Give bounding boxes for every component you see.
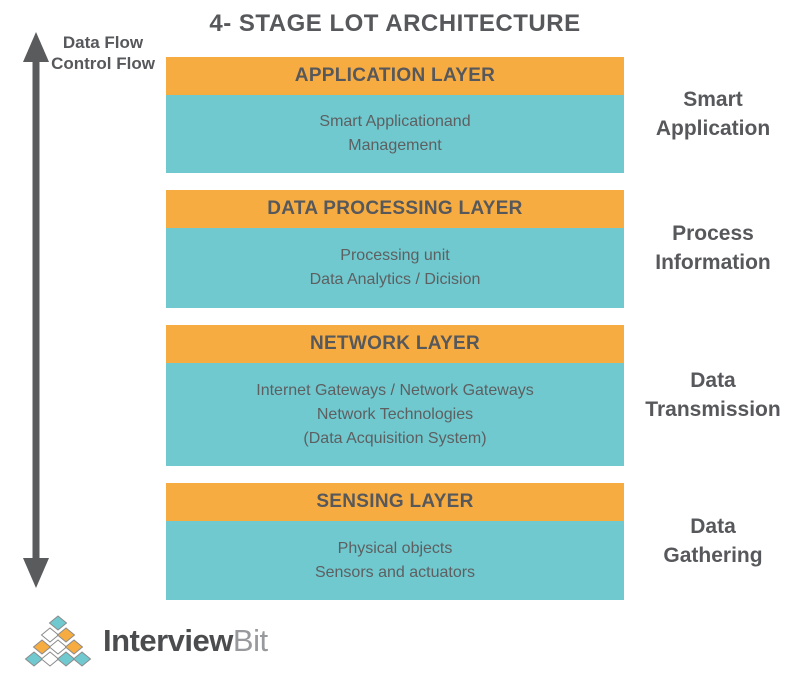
side-label-data-transmission: Data Transmission (645, 368, 781, 421)
layer-body-line: Sensors and actuators (314, 563, 476, 581)
layer-body-line: (Data Acquisition System) (303, 429, 487, 447)
side-label-smart-application: Smart Application (655, 88, 771, 140)
layer-body-line: Processing unit (340, 247, 450, 264)
layer-sensing: SENSING LAYER Physical objects Sensors a… (166, 483, 624, 600)
layer-network-header: NETWORK LAYER (166, 325, 624, 363)
interviewbit-logo: InterviewBit (24, 610, 268, 672)
layer-body-line: Network Technologies (316, 405, 474, 423)
layer-body-line: Physical objects (337, 539, 453, 557)
interviewbit-logo-text: InterviewBit (103, 623, 268, 659)
layer-application-header: APPLICATION LAYER (166, 57, 624, 95)
logo-text-interview: Interview (103, 623, 233, 658)
layer-data-processing: DATA PROCESSING LAYER Processing unit Da… (166, 190, 624, 308)
layer-application: APPLICATION LAYER Smart Applicationand M… (166, 57, 624, 173)
flow-double-arrow-icon (23, 32, 49, 588)
layer-network-body: Internet Gateways / Network Gateways Net… (166, 363, 624, 466)
layer-sensing-body: Physical objects Sensors and actuators (166, 521, 624, 600)
layer-network: NETWORK LAYER Internet Gateways / Networ… (166, 325, 624, 466)
layer-application-body: Smart Applicationand Management (166, 95, 624, 173)
layer-data-processing-body: Processing unit Data Analytics / Dicisio… (166, 228, 624, 308)
flow-label: Data Flow Control Flow (48, 32, 158, 75)
layer-body-line: Smart Applicationand (319, 113, 471, 130)
side-label-process-information: Process Information (655, 222, 771, 274)
layer-body-line: Data Analytics / Dicision (309, 271, 481, 288)
layer-sensing-header: SENSING LAYER (166, 483, 624, 521)
side-label-data-gathering: Data Gathering (663, 514, 763, 567)
layer-data-processing-header: DATA PROCESSING LAYER (166, 190, 624, 228)
diagram-title: 4- STAGE LOT ARCHITECTURE (209, 10, 581, 37)
layer-body-line: Internet Gateways / Network Gateways (256, 381, 534, 399)
logo-text-bit: Bit (232, 623, 268, 658)
layer-body-line: Management (348, 137, 442, 154)
interviewbit-logo-mark-icon (24, 615, 92, 667)
flow-label-line1: Data Flow (62, 33, 144, 52)
flow-label-line2: Control Flow (51, 54, 155, 74)
